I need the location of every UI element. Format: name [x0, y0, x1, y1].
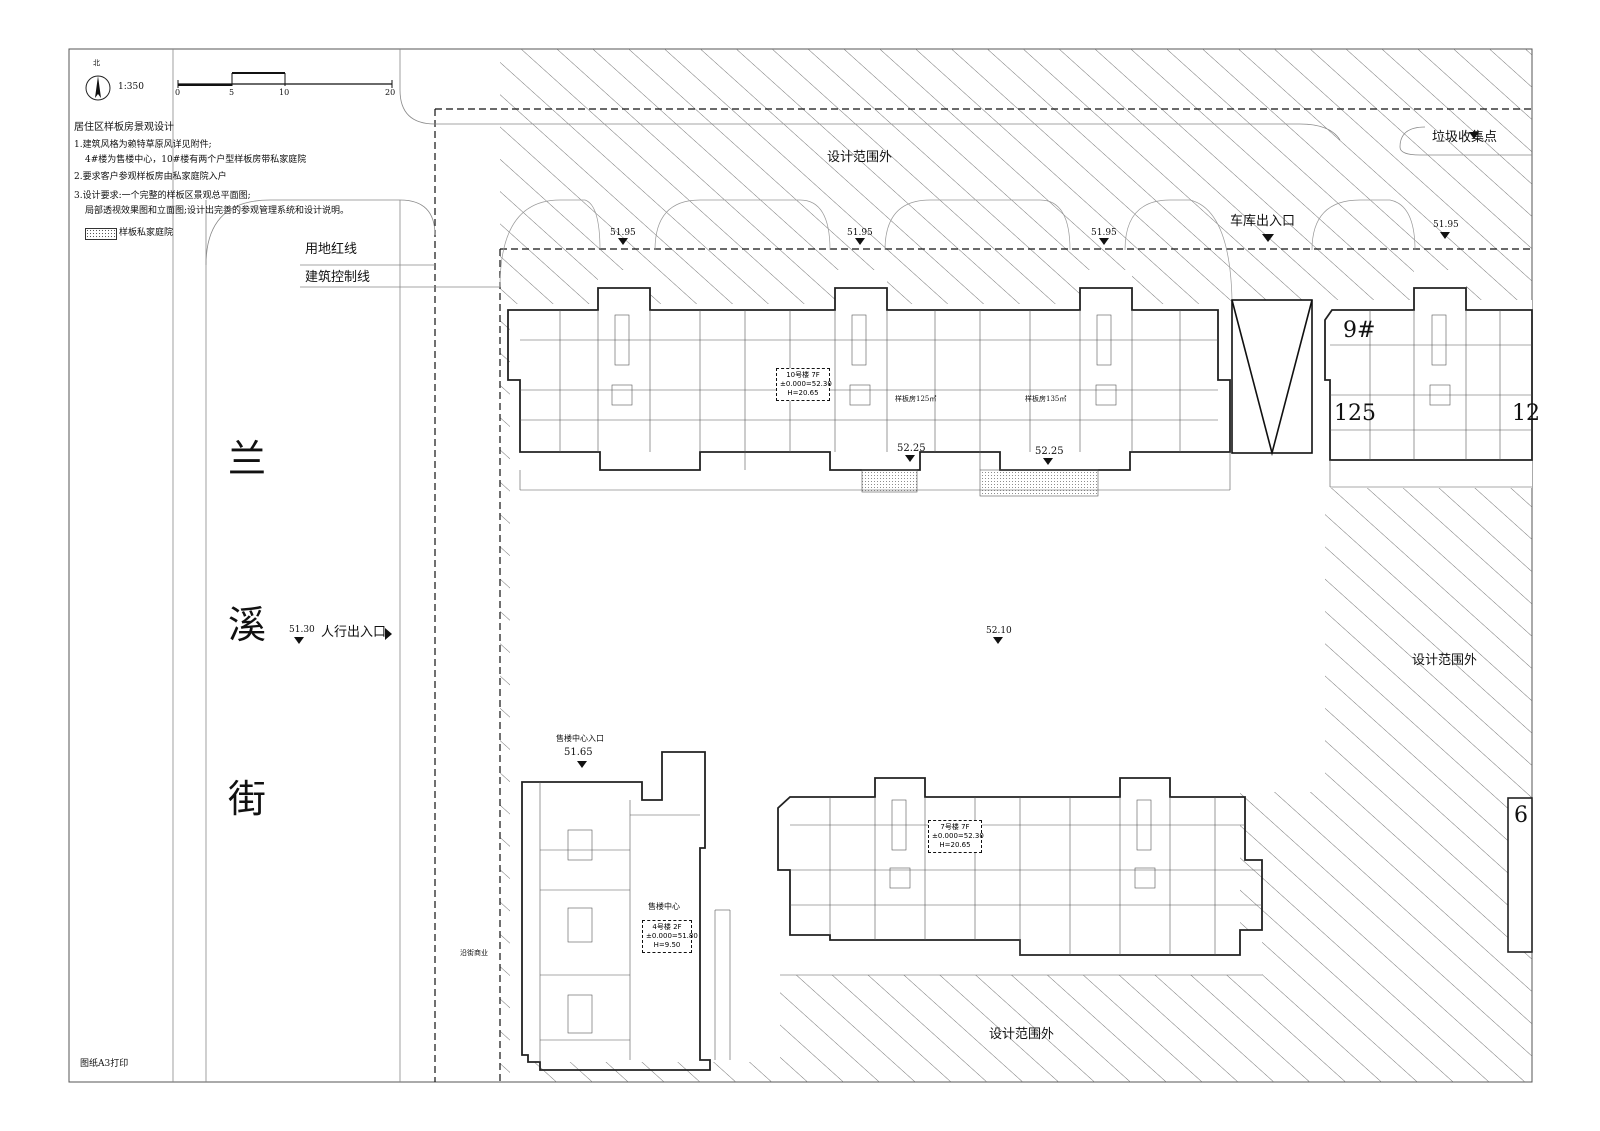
- outside-scope-top: 设计范围外: [827, 150, 893, 165]
- print-note: 图纸A3打印: [80, 1059, 129, 1069]
- building-4-label: 4号楼 2F ±0.000=51.80 H=9.50: [642, 920, 698, 953]
- north-label: 北: [93, 59, 100, 67]
- pedestrian-elevation: 51.30: [289, 625, 315, 635]
- scale-tick-0: 0: [175, 88, 181, 97]
- out-of-scope-hatch: [500, 49, 1532, 1082]
- scale-bar: [177, 72, 393, 88]
- legend-red-line: 用地红线: [305, 242, 358, 257]
- elevation-51-95-a: 51.95: [610, 228, 636, 238]
- elevation-markers: [294, 132, 1479, 768]
- pedestrian-entrance-label: 人行出入口: [321, 625, 387, 640]
- scale-tick-10: 10: [279, 88, 290, 97]
- street-char-1: 兰: [228, 437, 267, 481]
- garage-ramp: [1231, 299, 1313, 457]
- elevation-51-95-c: 51.95: [1091, 228, 1117, 238]
- elevation-51-95-d: 51.95: [1433, 220, 1459, 230]
- scale-tick-5: 5: [229, 88, 235, 97]
- building-7-height: H=20.65: [939, 841, 971, 849]
- street-char-3: 街: [228, 777, 267, 821]
- street-commerce-label: 沿街商业: [460, 949, 488, 957]
- notes-title: 居住区样板房景观设计: [74, 122, 174, 133]
- building-6-number: 6: [1514, 803, 1528, 828]
- notes-line-1: 1.建筑风格为赖特草原风详见附件;: [74, 140, 212, 150]
- outside-scope-right: 设计范围外: [1412, 653, 1478, 668]
- sales-center-entrance: 售楼中心入口: [556, 734, 604, 743]
- building-10-label: 10号楼 7F ±0.000=52.30 H=20.65: [776, 368, 832, 401]
- sales-center-title: 售楼中心: [648, 902, 680, 911]
- outside-scope-bottom: 设计范围外: [989, 1027, 1055, 1042]
- garbage-collection-point: 垃圾收集点: [1432, 130, 1498, 145]
- building-7-label: 7号楼 7F ±0.000=52.30 H=20.65: [928, 820, 984, 853]
- notes-line-2: 2.要求客户参观样板房由私家庭院入户: [74, 172, 227, 182]
- building-7-name: 7号楼 7F: [940, 823, 970, 831]
- elevation-51-95-b: 51.95: [847, 228, 873, 238]
- building-10-datum: ±0.000=52.30: [780, 380, 832, 388]
- elevation-52-25-a: 52.25: [897, 443, 926, 454]
- elevation-52-25-b: 52.25: [1035, 446, 1064, 457]
- elevation-center: 52.10: [986, 626, 1012, 636]
- site-lines: [172, 49, 1532, 1082]
- building-masks: [510, 270, 1532, 490]
- building-10-name: 10号楼 7F: [786, 371, 820, 379]
- building-9-number: 9#: [1343, 318, 1376, 343]
- garage-entrance: 车库出入口: [1230, 214, 1296, 229]
- building-7: [777, 777, 1263, 976]
- building-9-unit-partial: 12: [1512, 401, 1540, 426]
- show-flat-135: 样板房135㎡: [1025, 395, 1067, 403]
- building-4-name: 4号楼 2F: [652, 923, 682, 931]
- north-arrow: [85, 75, 111, 101]
- building-7-datum: ±0.000=52.30: [932, 832, 984, 840]
- building-4-height: H=9.50: [653, 941, 681, 949]
- scale-tick-20: 20: [385, 88, 396, 97]
- building-9-unit-125: 125: [1334, 401, 1376, 426]
- elevation-sales: 51.65: [564, 747, 593, 758]
- building-10: [507, 287, 1231, 497]
- street-char-2: 溪: [228, 603, 267, 647]
- notes-line-3: 3.设计要求:一个完整的样板区景观总平面图;: [74, 191, 251, 201]
- building-6: [1507, 797, 1533, 953]
- building-4-sales-center: [521, 751, 731, 1071]
- building-10-height: H=20.65: [787, 389, 819, 397]
- show-flat-125: 样板房125㎡: [895, 395, 937, 403]
- scale-ratio: 1:350: [118, 82, 144, 92]
- building-9: [1324, 287, 1533, 488]
- building-4-datum: ±0.000=51.80: [646, 932, 698, 940]
- legend-control-line: 建筑控制线: [305, 270, 371, 285]
- notes-line-3b: 局部透视效果图和立面图;设计出完善的参观管理系统和设计说明。: [85, 206, 350, 216]
- legend-private-garden: 样板私家庭院: [119, 228, 174, 238]
- private-garden-swatch: [85, 228, 117, 240]
- notes-line-1b: 4#楼为售楼中心，10#楼有两个户型样板房带私家庭院: [85, 155, 307, 165]
